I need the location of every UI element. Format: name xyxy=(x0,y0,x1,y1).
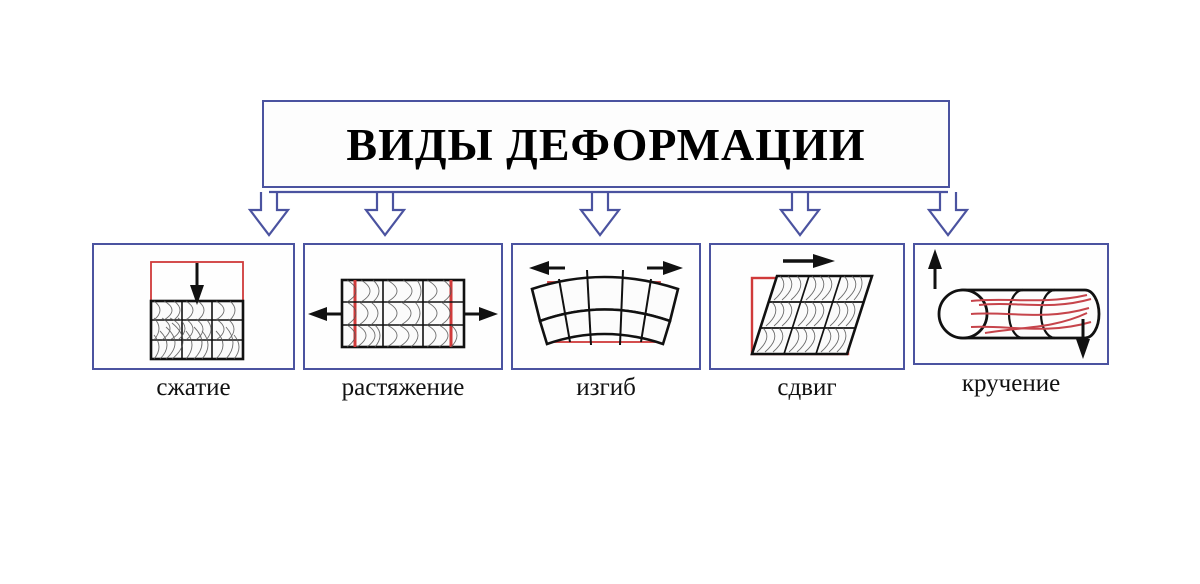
panel-bending[interactable] xyxy=(511,243,701,370)
panel-compression[interactable] xyxy=(92,243,295,370)
tension-diagram xyxy=(308,278,498,349)
panel-label-bending: изгиб xyxy=(576,374,636,401)
shear-diagram xyxy=(750,254,874,356)
force-arrow-down xyxy=(1076,319,1090,359)
panel-label-compression: сжатие xyxy=(156,374,231,401)
page-title: ВИДЫ ДЕФОРМАЦИИ xyxy=(346,118,866,170)
compression-diagram xyxy=(149,261,245,361)
force-arrow-down xyxy=(190,263,204,305)
connector-arrow-tension xyxy=(363,192,407,237)
twist-lines xyxy=(970,294,1092,334)
connector-arrow-bending xyxy=(578,192,622,237)
connector-arrow-shear xyxy=(778,192,822,237)
deformed-beam-bottom xyxy=(538,308,672,346)
torsion-diagram xyxy=(928,249,1101,359)
force-arrow-right xyxy=(783,254,835,268)
panel-tension[interactable] xyxy=(303,243,503,370)
deformed-block xyxy=(340,278,466,349)
force-arrow-up xyxy=(928,249,942,289)
panel-label-shear: сдвиг xyxy=(777,374,837,401)
force-arrow-right xyxy=(647,261,683,275)
connector-arrow-compression xyxy=(247,192,291,237)
title-box: ВИДЫ ДЕФОРМАЦИИ xyxy=(262,100,950,188)
force-arrow-left xyxy=(529,261,565,275)
panel-label-tension: растяжение xyxy=(341,374,465,401)
force-arrow-left xyxy=(308,307,342,321)
panel-label-torsion: кручение xyxy=(961,370,1061,397)
panel-torsion[interactable] xyxy=(913,243,1109,365)
connector-arrow-torsion xyxy=(926,192,970,237)
force-arrow-right xyxy=(464,307,498,321)
panel-shear[interactable] xyxy=(709,243,905,370)
bending-diagram xyxy=(529,261,683,346)
